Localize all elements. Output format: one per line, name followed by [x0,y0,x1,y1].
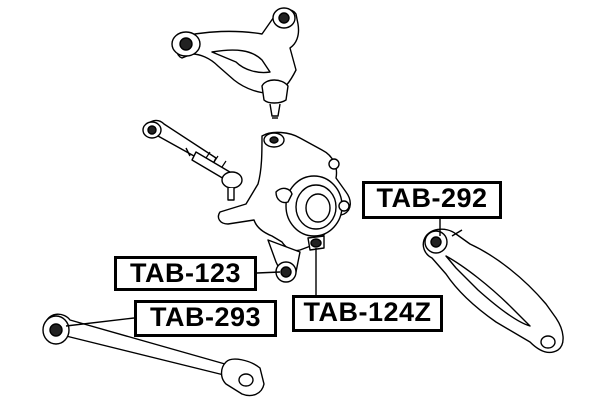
upper-control-arm [171,7,300,119]
part-label-tab-292[interactable]: TAB-292 [362,181,502,219]
steering-knuckle [217,131,351,283]
part-label-tab-293[interactable]: TAB-293 [134,300,277,337]
rear-lower-arm [422,228,564,354]
leader-line-293 [65,317,135,327]
lower-lateral-link [42,313,265,397]
leader-line-123 [256,271,281,274]
leader-lines [65,219,441,327]
part-label-tab-124z[interactable]: TAB-124Z [292,295,443,332]
part-label-tab-123[interactable]: TAB-123 [114,256,257,291]
lateral-link [142,119,243,201]
